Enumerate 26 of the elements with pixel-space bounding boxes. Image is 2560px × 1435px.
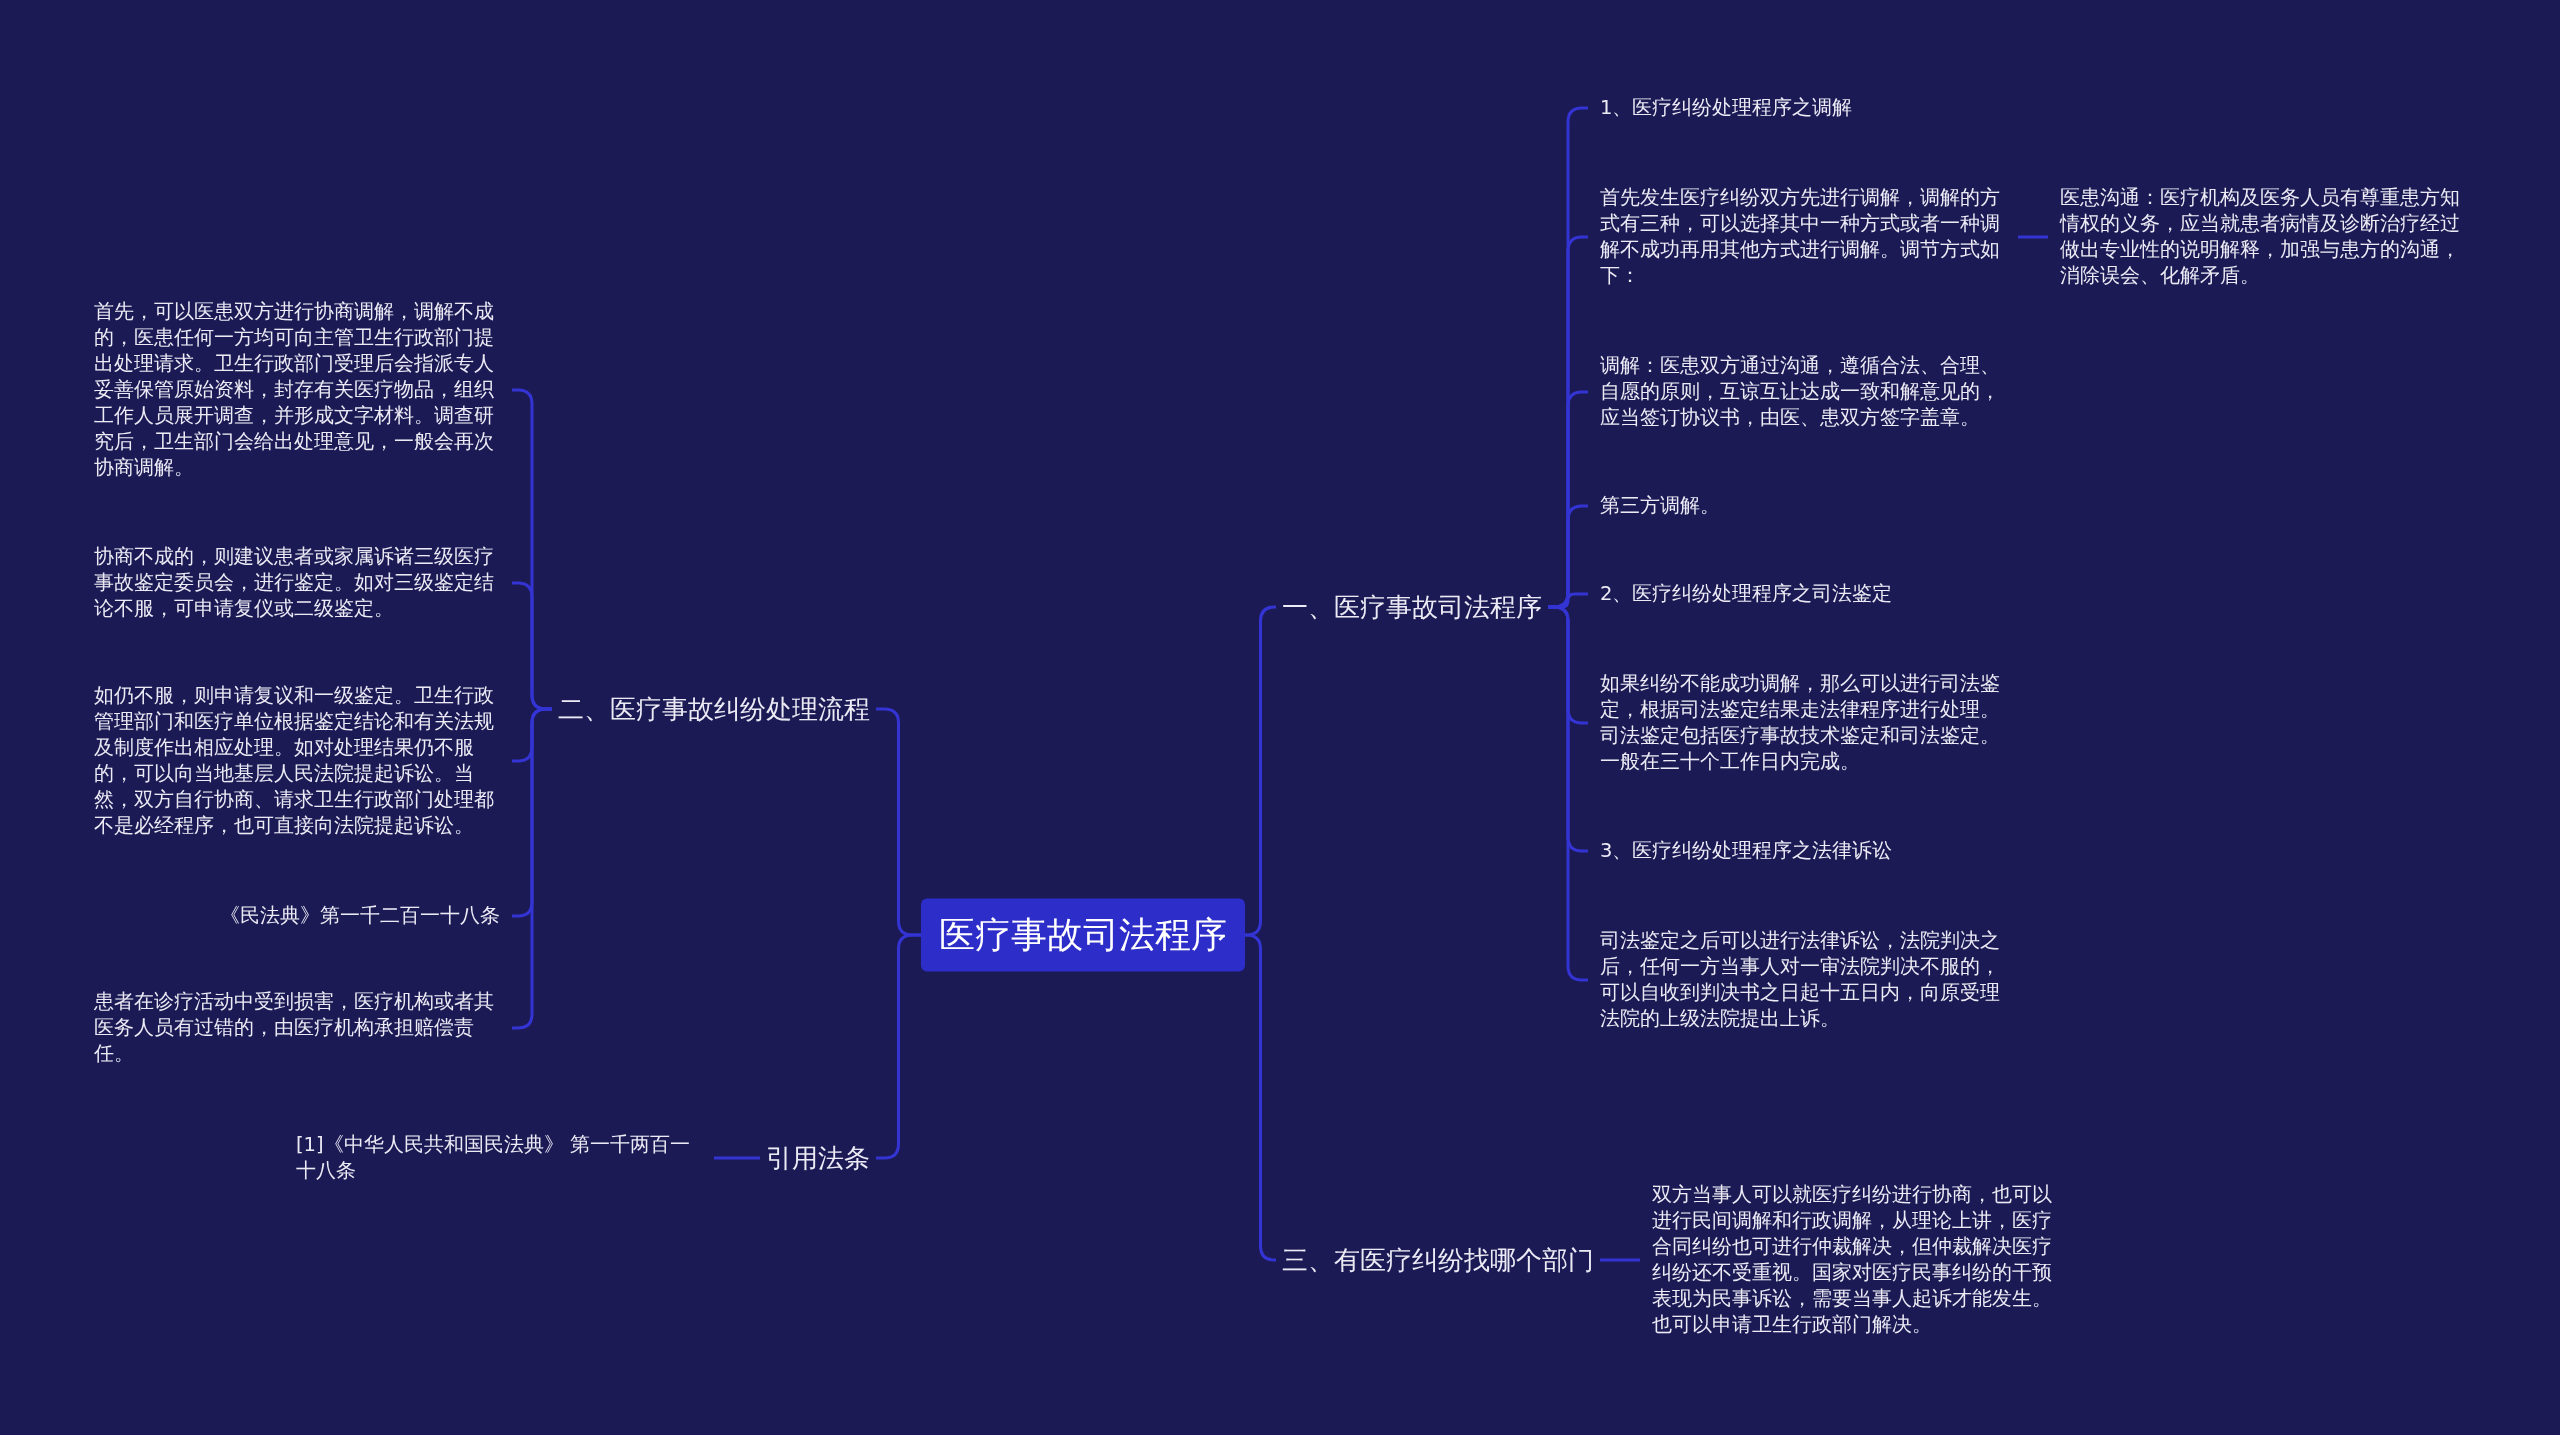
connector	[714, 1156, 760, 1160]
subtopic-text: 首先发生医疗纠纷双方先进行调解，调解的方式有三种，可以选择其中一种方式或者一种调解不成功再用其他方式进行调解。调节方式如下：	[1588, 185, 2018, 289]
subtopic-text: 调解：医患双方通过沟通，遵循合法、合理、自愿的原则，互谅互让达成一致和解意见的，应当签订协议书，由医、患双方签字盖章。	[1588, 353, 2018, 431]
central-topic-box: 医疗事故司法程序	[921, 898, 1245, 972]
branch-topic: 三、有医疗纠纷找哪个部门	[1276, 1238, 1600, 1282]
branch-topic: 二、医疗事故纠纷处理流程	[552, 687, 876, 731]
subtopic-text: 第三方调解。	[1588, 493, 1732, 519]
subtopic-text: 1、医疗纠纷处理程序之调解	[1588, 95, 1865, 121]
subtopic-text: 医患沟通：医疗机构及医务人员有尊重患方知情权的义务，应当就患者病情及诊断治疗经过做出专业性的说明解释，加强与患方的沟通，消除误会、化解矛盾。	[2048, 185, 2478, 289]
subtopic-text: 司法鉴定之后可以进行法律诉讼，法院判决之后，任何一方当事人对一审法院判决不服的，可以自收到判决书之日起十五日内，向原受理法院的上级法院提出上诉。	[1588, 928, 2018, 1032]
subtopic-text: 双方当事人可以就医疗纠纷进行协商，也可以进行民间调解和行政调解，从理论上讲，医疗合同纠纷也可进行仲裁解决，但仲裁解决医疗纠纷还不受重视。国家对医疗民事纠纷的干预表现为民事诉讼，需要当事人起诉才能发生。也可以申请卫生行政部门解决。	[1640, 1182, 2070, 1338]
connector	[1244, 605, 1277, 937]
subtopic-text: 首先，可以医患双方进行协商调解，调解不成的，医患任何一方均可向主管卫生行政部门提出处理请求。卫生行政部门受理后会指派专人妥善保管原始资料，封存有关医疗物品，组织工作人员展开调查，并形成文字材料。调查研究后，卫生部门会给出处理意见，一般会再次协商调解。	[82, 299, 512, 481]
connector	[1244, 933, 1277, 1262]
subtopic-text: 如仍不服，则申请复议和一级鉴定。卫生行政管理部门和医疗单位根据鉴定结论和有关法规及制度作出相应处理。如对处理结果仍不服的，可以向当地基层人民法院提起诉讼。当然，双方自行协商、请求卫生行政部门处理都不是必经程序，也可直接向法院提起诉讼。	[82, 683, 512, 839]
subtopic-text: 《民法典》第一千二百一十八条	[208, 903, 512, 929]
connector	[2018, 235, 2048, 239]
branch-topic: 引用法条	[760, 1136, 876, 1180]
subtopic-text: 协商不成的，则建议患者或家属诉诸三级医疗事故鉴定委员会，进行鉴定。如对三级鉴定结论不服，可申请复仪或二级鉴定。	[82, 544, 512, 622]
subtopic-text: [1]《中华人民共和国民法典》 第一千两百一十八条	[284, 1132, 714, 1184]
subtopic-text: 3、医疗纠纷处理程序之法律诉讼	[1588, 838, 1905, 864]
subtopic-text: 如果纠纷不能成功调解，那么可以进行司法鉴定，根据司法鉴定结果走法律程序进行处理。司法鉴定包括医疗事故技术鉴定和司法鉴定。一般在三十个工作日内完成。	[1588, 671, 2018, 775]
subtopic-text: 2、医疗纠纷处理程序之司法鉴定	[1588, 581, 1905, 607]
connector	[1600, 1258, 1640, 1262]
subtopic-text: 患者在诊疗活动中受到损害，医疗机构或者其医务人员有过错的，由医疗机构承担赔偿责任。	[82, 989, 512, 1067]
branch-topic: 一、医疗事故司法程序	[1276, 585, 1548, 629]
